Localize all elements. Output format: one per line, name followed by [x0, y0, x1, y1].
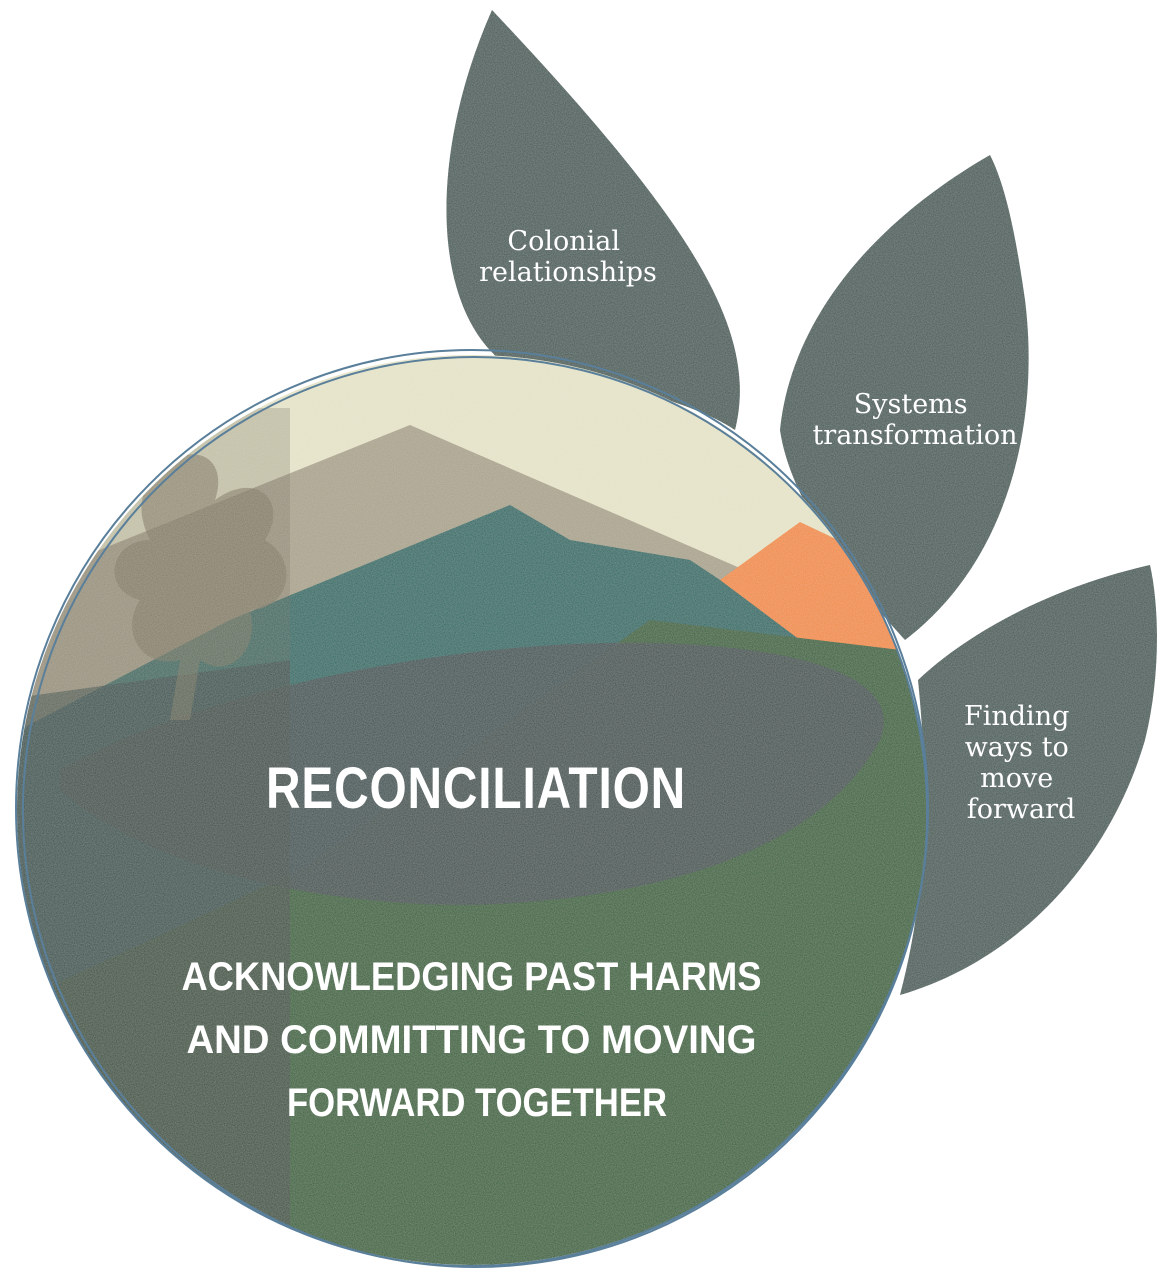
- subtitle-line: AND COMMITTING TO MOVING: [186, 1018, 756, 1062]
- leaves: [446, 10, 1157, 995]
- leaf-label-forward: Finding ways to move forward: [964, 701, 1078, 825]
- circle-title: RECONCILIATION: [266, 756, 686, 821]
- plant-silhouette: [114, 454, 287, 720]
- leaf-label-line: transformation: [812, 420, 1017, 451]
- leaf-label-line: move: [980, 763, 1053, 794]
- leaf-label-colonial: Colonial relationships: [479, 226, 657, 288]
- subtitle-line: ACKNOWLEDGING PAST HARMS: [181, 955, 761, 999]
- leaf-systems-transformation: [780, 155, 1029, 640]
- leaf-colonial-relationships: [446, 10, 740, 430]
- subtitle-line: FORWARD TOGETHER: [287, 1081, 667, 1125]
- leaf-label-line: ways to: [965, 732, 1069, 763]
- leaf-finding-ways-forward: [900, 565, 1157, 995]
- leaf-label-line: relationships: [479, 257, 657, 288]
- circle-outline: [15, 349, 929, 1268]
- leaf-label-line: forward: [967, 794, 1076, 825]
- leaf-label-line: Colonial: [507, 226, 620, 257]
- leaf-label-line: Finding: [964, 701, 1069, 732]
- landscape-circle: [17, 355, 927, 1265]
- circle-subtitle: ACKNOWLEDGING PAST HARMS AND COMMITTING …: [181, 955, 772, 1125]
- leaf-label-systems: Systems transformation: [812, 389, 1017, 451]
- leaf-label-line: Systems: [854, 389, 968, 420]
